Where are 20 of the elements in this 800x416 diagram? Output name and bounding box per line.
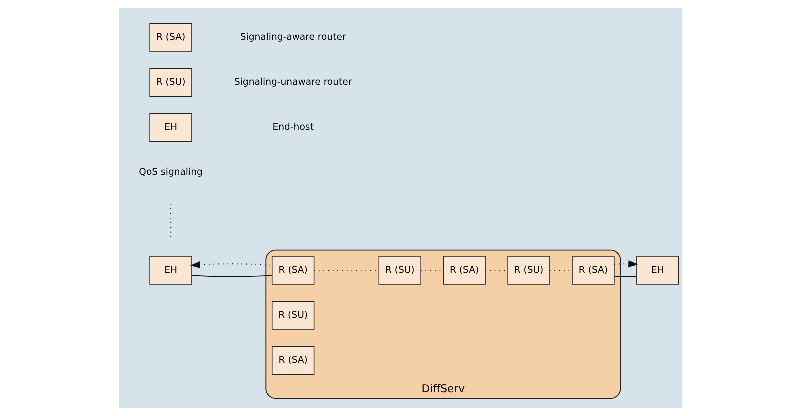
node-box: R (SU) bbox=[507, 256, 550, 285]
node-box: R (SU) bbox=[378, 256, 421, 285]
node-box: EH bbox=[636, 256, 679, 285]
node-box: R (SA) bbox=[271, 346, 314, 375]
legend-label: Signaling-unaware router bbox=[234, 76, 352, 88]
node-box: R (SU) bbox=[271, 301, 314, 330]
node-box: R (SA) bbox=[442, 256, 486, 285]
node-box: EH bbox=[149, 113, 192, 142]
legend-label: QoS signaling bbox=[138, 167, 202, 178]
node-box: R (SA) bbox=[149, 23, 192, 52]
legend-label: End-host bbox=[272, 122, 314, 134]
node-box: EH bbox=[149, 256, 192, 285]
connector bbox=[614, 276, 637, 278]
arrow bbox=[614, 260, 638, 268]
connector bbox=[191, 275, 272, 278]
node-box: R (SA) bbox=[271, 256, 314, 285]
arrow bbox=[190, 262, 272, 268]
legend-label: Signaling-aware router bbox=[240, 32, 346, 43]
node-box: R (SU) bbox=[149, 68, 192, 97]
node-box: R (SA) bbox=[572, 256, 614, 285]
